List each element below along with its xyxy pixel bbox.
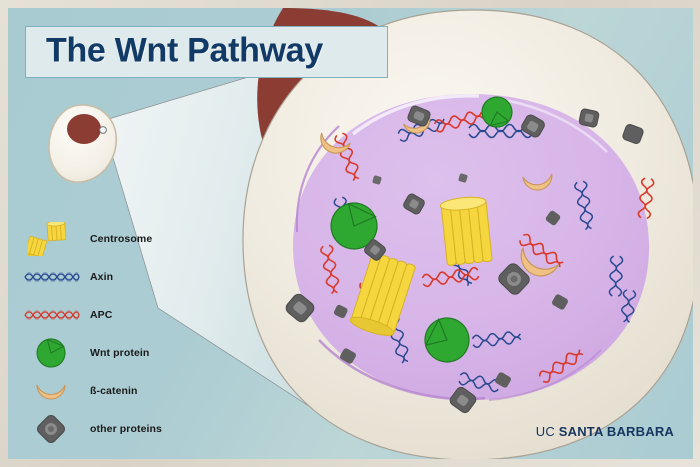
legend-item-wnt-protein: Wnt protein: [20, 334, 210, 372]
axin-helix: [608, 255, 624, 297]
other-proteins-icon: [20, 410, 82, 448]
other-protein: [545, 210, 561, 226]
legend-label: Axin: [90, 271, 114, 283]
other-protein: [364, 239, 386, 261]
beta-catenin: [520, 247, 559, 277]
legend-label: APC: [90, 309, 113, 321]
magnifier-anchor-dot: [99, 126, 107, 134]
apc-helix: [538, 349, 584, 383]
other-protein: [285, 293, 315, 323]
beta-catenin-icon: [20, 372, 82, 410]
axin-helix: [458, 372, 501, 393]
apc-helix: [637, 177, 655, 220]
apc-helix: [519, 233, 564, 268]
other-protein: [372, 175, 382, 185]
apc-helix: [334, 132, 360, 182]
other-protein: [552, 294, 568, 310]
wnt-protein-icon: [20, 334, 82, 372]
nucleus-contents: [285, 96, 655, 414]
apc-helix-icon: [20, 296, 82, 334]
legend-item-apc: APC: [20, 296, 210, 334]
axin-helix: [471, 331, 522, 349]
other-protein: [449, 386, 477, 414]
legend-item-other-proteins: other proteins: [20, 410, 210, 448]
axin-helix: [574, 180, 594, 231]
other-protein: [495, 372, 511, 388]
centrosome-icon: [20, 220, 82, 258]
legend-label: ß-catenin: [90, 385, 138, 397]
ucsb-wordmark: UC SANTA BARBARA: [536, 424, 674, 439]
other-protein: [333, 304, 348, 319]
title-box: The Wnt Pathway: [25, 26, 388, 78]
other-protein: [458, 173, 468, 183]
reference-cell-nucleus: [67, 114, 101, 144]
apc-helix: [320, 244, 340, 295]
wnt-protein: [424, 317, 470, 363]
axin-helix-icon: [20, 258, 82, 296]
other-protein: [578, 108, 600, 128]
apc-helix: [433, 111, 484, 133]
centrosome: [349, 196, 493, 336]
other-protein: [403, 193, 425, 215]
legend-item-beta-catenin: ß-catenin: [20, 372, 210, 410]
illustration-field: The Wnt Pathway: [8, 8, 693, 459]
beta-catenin: [320, 132, 351, 154]
legend-label: Wnt protein: [90, 347, 150, 359]
other-protein: [340, 348, 356, 364]
wnt-protein: [330, 202, 378, 250]
legend-label: other proteins: [90, 423, 162, 435]
legend-item-axin: Axin: [20, 258, 210, 296]
wnt-protein: [481, 96, 513, 128]
page-title: The Wnt Pathway: [46, 31, 323, 70]
reference-cell: [48, 104, 118, 183]
apc-helix: [421, 266, 480, 288]
wordmark-santa-barbara: SANTA BARBARA: [558, 424, 674, 439]
other-protein: [407, 105, 431, 127]
legend: Centrosome Axin: [20, 220, 210, 448]
axin-helix: [621, 289, 637, 323]
other-protein: [622, 124, 644, 144]
legend-item-centrosome: Centrosome: [20, 220, 210, 258]
wordmark-uc: UC: [535, 424, 555, 439]
other-protein: [521, 114, 545, 138]
beta-catenin: [522, 173, 553, 191]
legend-label: Centrosome: [90, 233, 153, 245]
magnified-cell: [242, 8, 693, 459]
other-protein: [498, 263, 530, 295]
